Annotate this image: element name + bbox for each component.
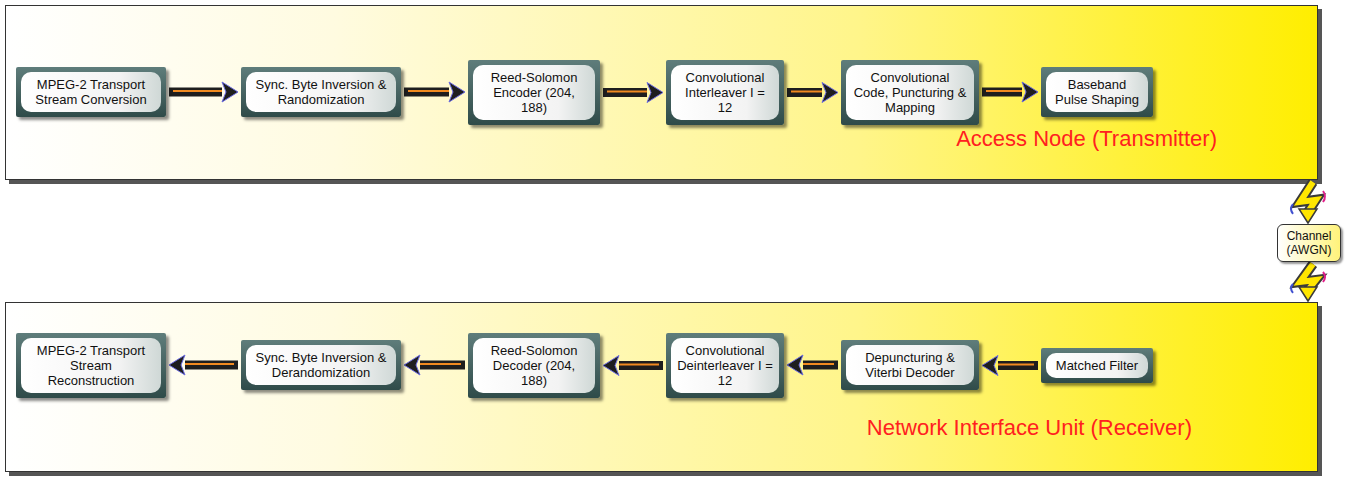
process-box: Sync. Byte Inversion & Randomization: [241, 67, 401, 117]
lightning-flourish: [1291, 284, 1293, 293]
block-label: Convolutional Code, Puncturing & Mapping: [846, 65, 974, 120]
flow-arrow: [1291, 182, 1325, 223]
arrow-head: [787, 355, 803, 375]
process-box: Convolutional Deinterleaver I = 12: [666, 333, 784, 398]
block-label: Baseband Pulse Shaping: [1046, 72, 1148, 112]
lightning-flourish: [1323, 191, 1325, 202]
arrow-shaft: [404, 88, 449, 97]
arrow-highlight: [619, 364, 659, 366]
arrow-highlight: [986, 90, 1022, 92]
arrow-highlight: [998, 364, 1034, 366]
lightning-flourish: [1323, 272, 1325, 282]
block-label: Depuncturing & Viterbi Decoder: [846, 345, 974, 385]
lightning-head: [1299, 287, 1317, 301]
arrow-head: [647, 83, 663, 103]
lightning-bolt: [1300, 264, 1316, 290]
lightning-outline: [1300, 182, 1316, 212]
process-box: Reed-Solomon Encoder (204, 188): [468, 60, 600, 125]
flow-arrow: [787, 355, 838, 375]
lightning-bolt: [1300, 182, 1316, 212]
arrow-shaft: [982, 88, 1022, 97]
flow-arrow: [404, 82, 465, 102]
process-box: Reed-Solomon Decoder (204, 188): [468, 333, 600, 398]
arrow-highlight: [420, 363, 461, 365]
flow-arrow: [603, 83, 663, 103]
process-box: Depuncturing & Viterbi Decoder: [841, 340, 979, 390]
lightning-outline: [1300, 264, 1316, 290]
block-label: Convolutional Interleaver I = 12: [671, 65, 779, 120]
flow-arrow: [169, 82, 238, 102]
arrow-shaft: [998, 361, 1038, 370]
arrow-head: [603, 356, 619, 376]
arrow-shaft: [619, 361, 663, 370]
arrow-head: [822, 83, 838, 103]
arrow-head: [1022, 82, 1038, 102]
process-box: MPEG-2 Transport Stream Conversion: [16, 67, 166, 117]
process-box: Convolutional Code, Puncturing & Mapping: [841, 60, 979, 125]
arrow-head: [449, 82, 465, 102]
lightning-flourish: [1291, 204, 1293, 214]
block-label: MPEG-2 Transport Stream Reconstruction: [21, 338, 161, 393]
block-label: Matched Filter: [1046, 353, 1148, 378]
block-label: Reed-Solomon Encoder (204, 188): [473, 65, 595, 120]
process-box: Sync. Byte Inversion & Derandomization: [241, 340, 401, 390]
arrow-head: [222, 82, 238, 102]
channel-box: Channel (AWGN): [1277, 224, 1341, 262]
arrow-shaft: [420, 361, 465, 370]
flow-arrow: [982, 356, 1038, 376]
arrow-shaft: [803, 361, 838, 370]
lightning-head: [1299, 209, 1317, 223]
arrow-shaft: [169, 88, 222, 97]
flow-arrow: [169, 355, 238, 375]
flow-arrow: [787, 83, 838, 103]
arrow-head: [404, 355, 420, 375]
panel-title: Access Node (Transmitter): [956, 126, 1217, 152]
block-label: Sync. Byte Inversion & Randomization: [246, 72, 396, 112]
process-box: Convolutional Interleaver I = 12: [666, 60, 784, 125]
arrow-highlight: [791, 91, 822, 93]
process-box: Baseband Pulse Shaping: [1041, 67, 1153, 117]
process-box: Matched Filter: [1041, 348, 1153, 383]
arrow-shaft: [603, 88, 647, 97]
arrow-highlight: [803, 363, 834, 365]
block-label: MPEG-2 Transport Stream Conversion: [21, 72, 161, 112]
arrow-shaft: [787, 88, 822, 97]
system-panel: Network Interface Unit (Receiver) MPEG-2 …: [5, 302, 1318, 472]
flow-arrow: [603, 356, 663, 376]
process-box: MPEG-2 Transport Stream Reconstruction: [16, 333, 166, 398]
arrow-head: [169, 355, 185, 375]
arrow-shaft: [185, 361, 238, 370]
arrow-highlight: [607, 91, 647, 93]
channel-label: Channel (AWGN): [1282, 229, 1336, 257]
arrow-highlight: [185, 363, 234, 365]
arrow-highlight: [408, 90, 449, 92]
arrow-head: [982, 356, 998, 376]
panel-title: Network Interface Unit (Receiver): [867, 415, 1192, 441]
arrow-highlight: [173, 90, 222, 92]
flow-arrow: [982, 82, 1038, 102]
block-label: Sync. Byte Inversion & Derandomization: [246, 345, 396, 385]
block-label: Convolutional Deinterleaver I = 12: [671, 338, 779, 393]
flow-arrow: [404, 355, 465, 375]
block-label: Reed-Solomon Decoder (204, 188): [473, 338, 595, 393]
flow-arrow: [1291, 264, 1325, 301]
